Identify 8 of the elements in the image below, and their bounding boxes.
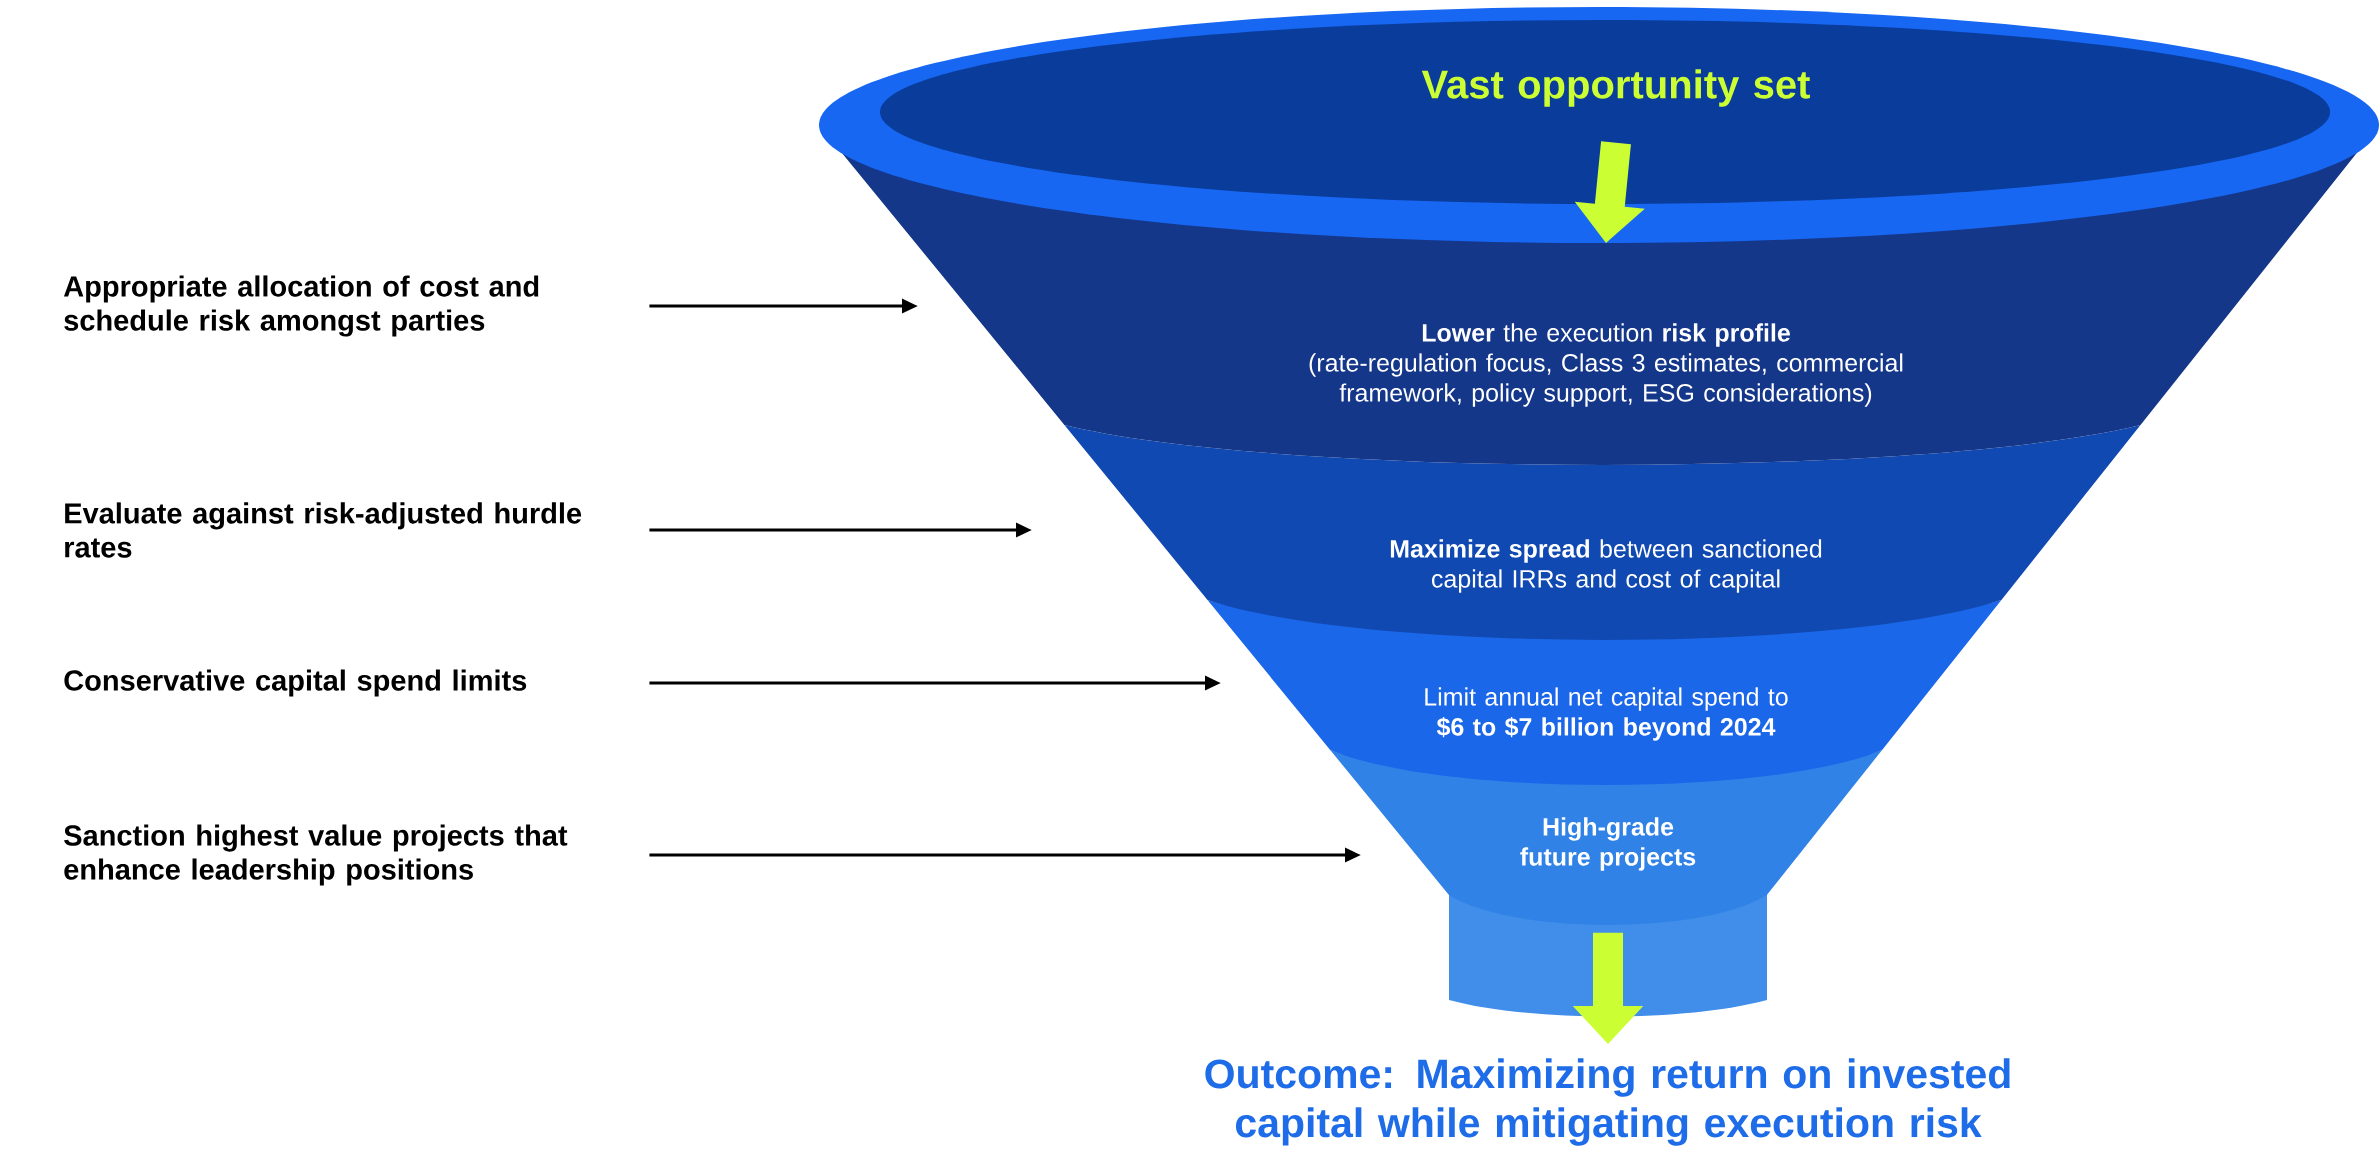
step-text: Evaluate against risk-adjusted hurdle rates — [65, 502, 582, 558]
step-text: Sanction highest value projects that enhance leadership positions — [64, 824, 568, 886]
funnel-band: Limit annual net capital spend to $6 to $7 billion beyond 2024 — [1207, 600, 2002, 785]
step-text: Appropriate allocation of cost and schedule risk amongst parties — [63, 275, 539, 337]
funnel-rim: Vast opportunity set — [819, 7, 2379, 243]
step-text: Conservative capital spend limits — [64, 669, 527, 697]
funnel-band: Maximize spread between sanctioned capital IRRs and cost of capital — [1064, 425, 2141, 640]
outcome-text: Outcome: Maximizing return on invested capital while mitigating execution risk — [1205, 1058, 2010, 1146]
